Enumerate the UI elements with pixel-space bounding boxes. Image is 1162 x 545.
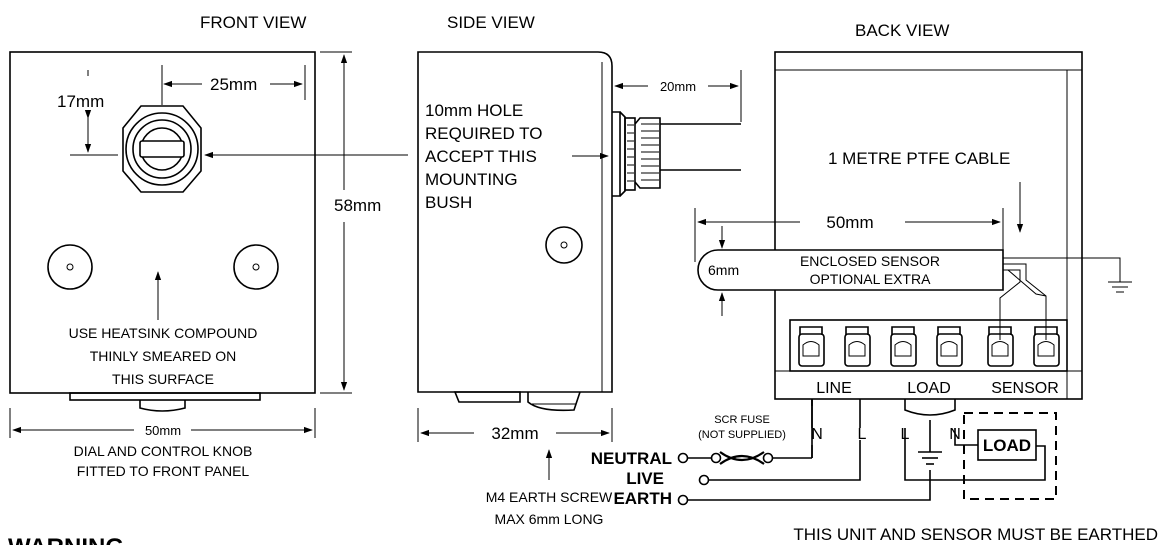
dial-note-line1: DIAL AND CONTROL KNOB <box>74 443 253 459</box>
front-bottom-foot <box>69 392 261 401</box>
live-label: LIVE <box>626 469 664 488</box>
side-view-title: SIDE VIEW <box>447 13 535 32</box>
front-knob-bottom <box>139 400 186 412</box>
load-box-label: LOAD <box>983 436 1031 455</box>
warning-heading: WARNING <box>8 534 124 545</box>
front-dim-17mm: 17mm <box>57 92 104 111</box>
side-dim-32mm: 32mm <box>491 424 538 443</box>
heatsink-note-line2: THINLY SMEARED ON <box>90 348 237 364</box>
terminal-3-icon <box>890 326 917 367</box>
earth-screw-note-line2: MAX 6mm LONG <box>495 511 604 527</box>
back-dim-6mm: 6mm <box>708 262 739 278</box>
front-dim-58mm: 58mm <box>334 196 381 215</box>
terminal-label-sensor: SENSOR <box>991 380 1059 397</box>
hole-note-line3: ACCEPT THIS <box>425 147 537 166</box>
front-view-title: FRONT VIEW <box>200 13 306 32</box>
fuse-label-line2: (NOT SUPPLIED) <box>698 429 786 441</box>
terminal-1-icon <box>798 326 825 367</box>
side-bush-icon <box>612 111 741 197</box>
terminal-block <box>789 319 1068 372</box>
side-view: SIDE VIEW 20mm 10mm HOLE REQUIRED TO ACC… <box>417 13 742 527</box>
back-view: BACK VIEW 1 METRE PTFE CABLE 50mm ENCLOS… <box>694 21 1132 400</box>
sensor-label-line1: ENCLOSED SENSOR <box>800 253 940 269</box>
front-dim-50mm: 50mm <box>145 423 181 438</box>
earth-terminal-icon <box>677 494 689 506</box>
hole-note-line5: BUSH <box>425 193 472 212</box>
wire-letter-n1: N <box>811 426 823 443</box>
terminal-4-icon <box>936 326 963 367</box>
terminal-6-icon <box>1033 326 1060 367</box>
load-box <box>977 429 1037 461</box>
unit-earth-symbol-icon <box>918 420 942 465</box>
neutral-terminal-icon <box>677 452 689 464</box>
neutral-label: NEUTRAL <box>591 449 672 468</box>
side-bottom-foot <box>453 391 521 403</box>
terminal-label-load: LOAD <box>907 380 951 397</box>
front-mounting-hole-right-icon <box>233 244 279 290</box>
side-earth-screw <box>527 391 581 412</box>
wiring: SCR FUSE (NOT SUPPLIED) NEUTRAL LIVE EAR… <box>591 399 1158 544</box>
earth-label: EARTH <box>613 489 672 508</box>
terminal-screws <box>798 326 1060 367</box>
back-body-outline <box>774 51 1083 400</box>
front-mounting-hole-left-icon <box>47 244 93 290</box>
front-view: FRONT VIEW 17mm 25m <box>9 13 408 479</box>
heatsink-note-line3: THIS SURFACE <box>112 371 214 387</box>
front-dim-25mm: 25mm <box>210 75 257 94</box>
dial-note-line2: FITTED TO FRONT PANEL <box>77 463 250 479</box>
fuse-label-line1: SCR FUSE <box>714 414 770 426</box>
side-mounting-hole-icon <box>545 226 583 264</box>
load-enclosure-dashed <box>963 412 1057 500</box>
wire-letter-l1: L <box>858 426 867 443</box>
side-body-outline <box>417 51 613 393</box>
back-view-title: BACK VIEW <box>855 21 949 40</box>
hole-note-line2: REQUIRED TO <box>425 124 542 143</box>
fuse-icon <box>688 451 812 465</box>
hole-note-line1: 10mm HOLE <box>425 101 523 120</box>
hole-note-line4: MOUNTING <box>425 170 518 189</box>
enclosed-sensor <box>697 249 1004 291</box>
heatsink-note-line1: USE HEATSINK COMPOUND <box>69 325 258 341</box>
sensor-label-line2: OPTIONAL EXTRA <box>810 271 932 287</box>
live-terminal-icon <box>698 474 710 486</box>
sensor-earth-symbol-icon <box>1108 281 1132 293</box>
terminal-label-line: LINE <box>816 380 852 397</box>
back-dim-50mm: 50mm <box>826 213 873 232</box>
terminal-2-icon <box>844 326 871 367</box>
terminal-5-icon <box>987 326 1014 367</box>
earth-requirement-note: THIS UNIT AND SENSOR MUST BE EARTHED <box>793 525 1158 544</box>
cable-label: 1 METRE PTFE CABLE <box>828 149 1010 168</box>
front-bush-icon <box>122 105 202 193</box>
side-dim-20mm: 20mm <box>660 79 696 94</box>
earth-screw-note-line1: M4 EARTH SCREW <box>486 489 613 505</box>
